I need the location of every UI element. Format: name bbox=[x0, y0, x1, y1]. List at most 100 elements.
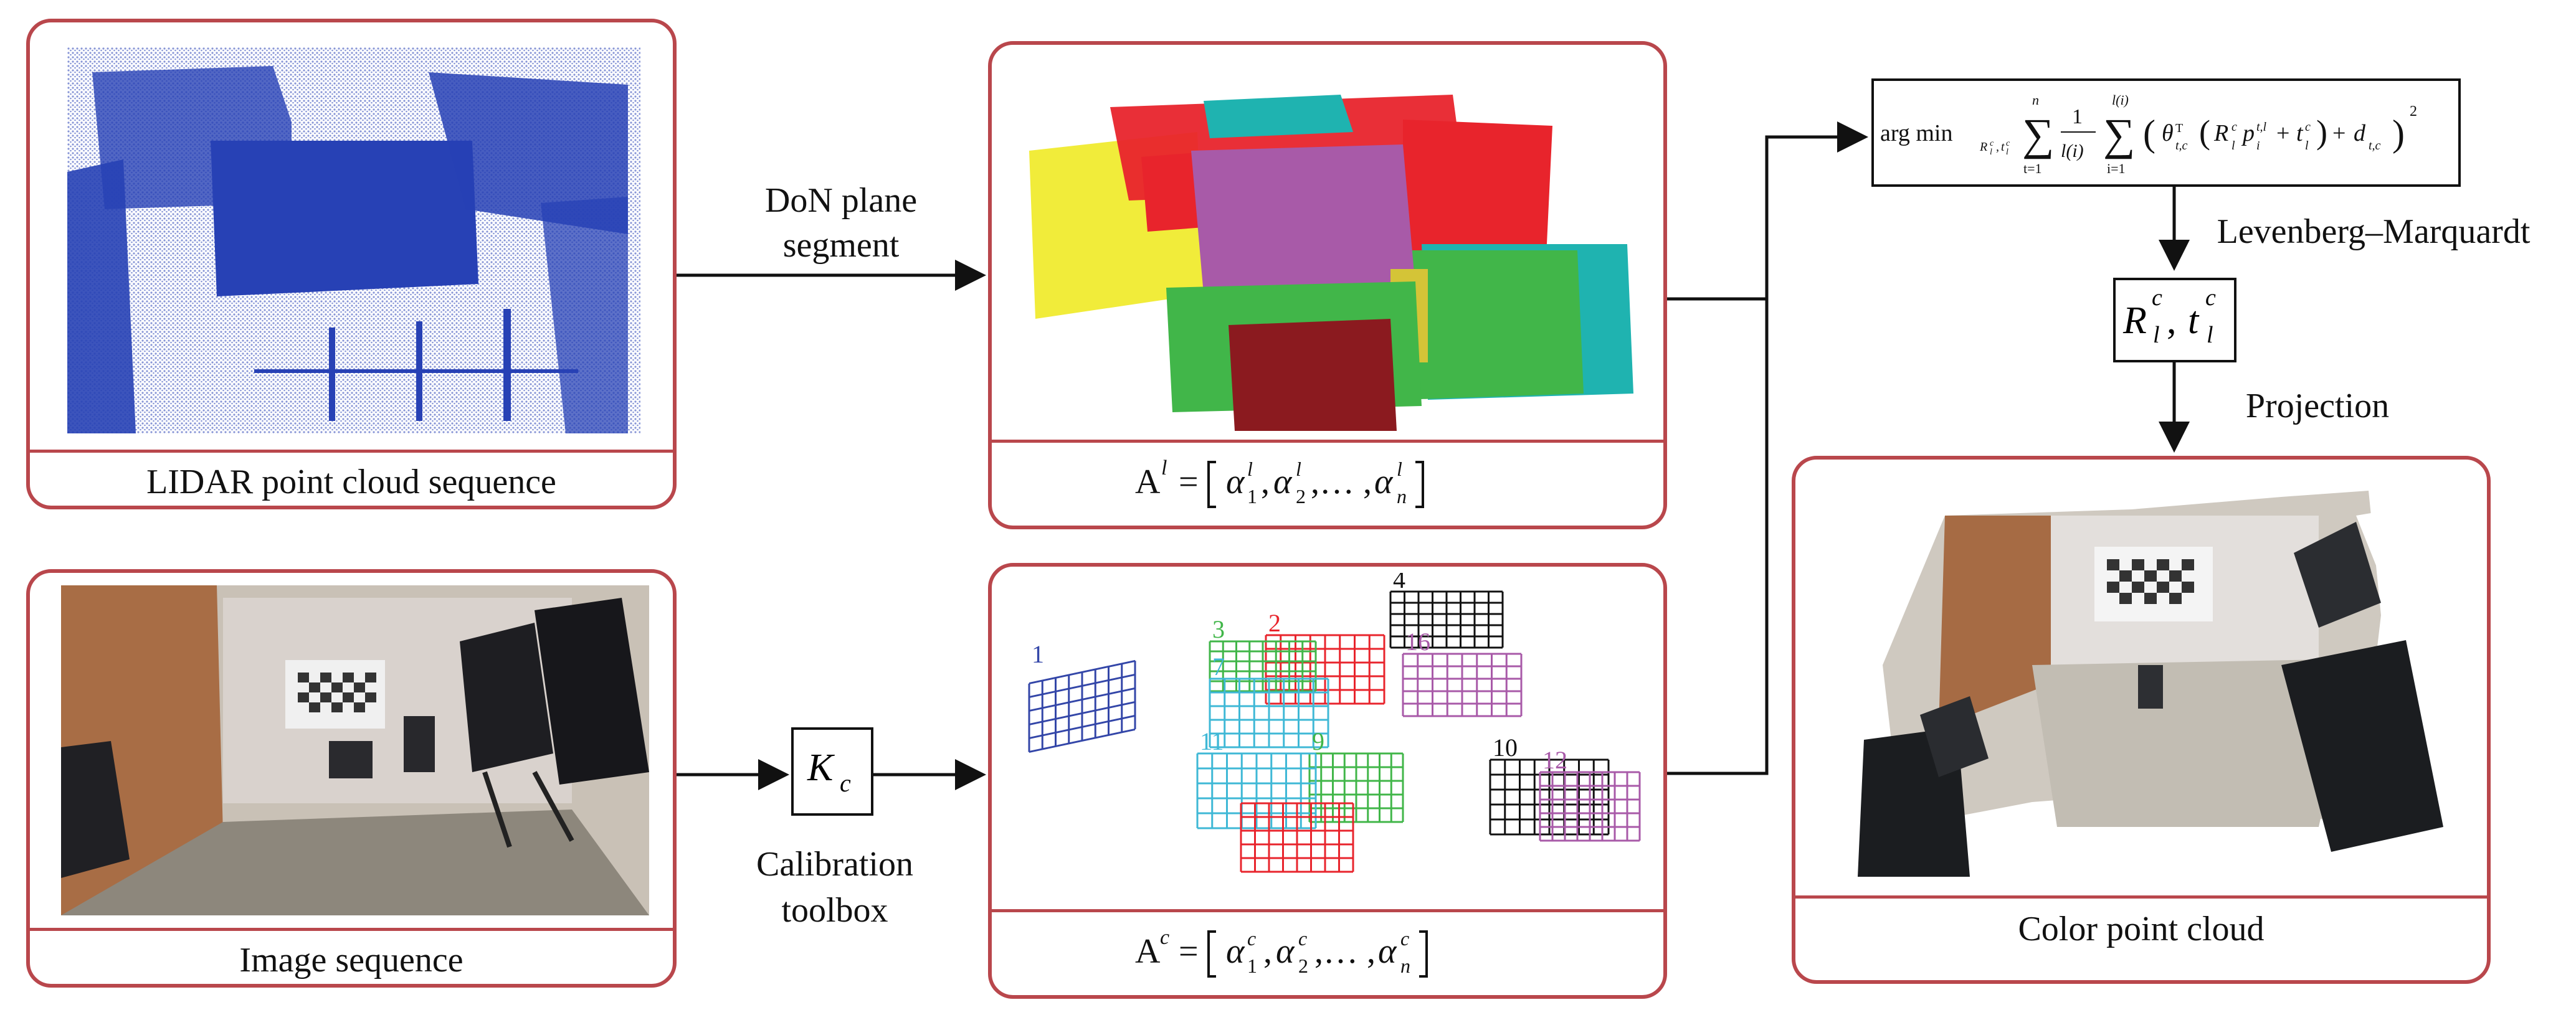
svg-text:c: c bbox=[2231, 120, 2237, 134]
svg-text:∑: ∑ bbox=[2022, 110, 2054, 159]
svg-text:): ) bbox=[2392, 113, 2405, 154]
svg-text:t: t bbox=[2001, 140, 2005, 154]
svg-text:t,l: t,l bbox=[2256, 120, 2267, 134]
svg-text:l(i): l(i) bbox=[2112, 92, 2129, 108]
svg-text:(: ( bbox=[2199, 113, 2210, 151]
board-number-label: 10 bbox=[1493, 734, 1518, 762]
board-number-label: 12 bbox=[1542, 746, 1567, 774]
board-number-label: 16 bbox=[1405, 628, 1430, 656]
image-panel: Image sequence bbox=[26, 569, 677, 988]
svg-text:,: , bbox=[1996, 140, 1999, 154]
checkerboard-grid bbox=[1209, 640, 1317, 692]
board-number-label: 9 bbox=[1312, 727, 1324, 755]
svg-text:t,c: t,c bbox=[2369, 139, 2381, 153]
svg-text:): ) bbox=[2316, 113, 2327, 151]
svg-text:d: d bbox=[2354, 120, 2366, 146]
lidar-caption: LIDAR point cloud sequence bbox=[146, 463, 556, 501]
svg-text:t,c: t,c bbox=[2175, 139, 2188, 153]
lidar-divider bbox=[30, 450, 673, 453]
svg-text:A: A bbox=[1135, 463, 1161, 501]
svg-text:+: + bbox=[2332, 120, 2345, 146]
don-label-line1: DoN plane bbox=[764, 181, 918, 220]
checkerboard-grid bbox=[1489, 758, 1610, 836]
svg-text:l: l bbox=[1247, 458, 1253, 480]
planes-divider bbox=[992, 440, 1663, 443]
svg-text:∑: ∑ bbox=[2103, 110, 2135, 159]
calib-label-line1: Calibration bbox=[756, 845, 913, 884]
svg-text:l: l bbox=[1990, 148, 1992, 157]
boards-divider bbox=[992, 909, 1663, 912]
board-number-label: 11 bbox=[1200, 727, 1224, 755]
segmented-planes-image bbox=[1017, 82, 1646, 431]
plane-segmentation-panel: A l = α 1 l , α 2 l ,… , α n l bbox=[988, 41, 1667, 529]
svg-text:l: l bbox=[2305, 139, 2309, 153]
svg-text:,: , bbox=[1263, 932, 1272, 971]
svg-text:n: n bbox=[2032, 92, 2039, 108]
svg-text:1: 1 bbox=[1247, 955, 1257, 977]
svg-text:α: α bbox=[1226, 463, 1245, 501]
svg-text:p: p bbox=[2241, 120, 2255, 146]
svg-text:c: c bbox=[1990, 139, 1994, 148]
lidar-point-cloud-image bbox=[67, 47, 640, 433]
calib-label-line2: toolbox bbox=[781, 891, 888, 930]
board-number-label: 3 bbox=[1212, 615, 1225, 643]
svg-text:l: l bbox=[1296, 458, 1301, 480]
extrinsics-box: R c l , t c l bbox=[2113, 278, 2236, 362]
lm-label: Levenberg–Marquardt bbox=[2217, 212, 2531, 251]
svg-text:+: + bbox=[2276, 120, 2289, 146]
objective-function-box: arg min R c l , t c l ∑ n t=1 1 l(i) ∑ l… bbox=[1871, 78, 2461, 187]
r-main: R bbox=[2123, 300, 2147, 342]
svg-text:c: c bbox=[1160, 926, 1169, 949]
svg-text:=: = bbox=[1179, 463, 1199, 501]
svg-text:2: 2 bbox=[1296, 485, 1306, 507]
svg-text:α: α bbox=[1374, 463, 1394, 501]
color-caption: Color point cloud bbox=[2018, 910, 2265, 948]
svg-text:R: R bbox=[2213, 120, 2228, 146]
board-number-label: 1 bbox=[1032, 640, 1044, 668]
t-sup: c bbox=[2205, 285, 2216, 311]
svg-text:l: l bbox=[2231, 139, 2235, 153]
projection-label: Projection bbox=[2245, 387, 2390, 425]
checkerboard-grid bbox=[1028, 659, 1136, 753]
lidar-panel: LIDAR point cloud sequence bbox=[26, 19, 677, 509]
color-point-cloud-panel: Color point cloud bbox=[1792, 456, 2491, 984]
image-divider bbox=[30, 928, 673, 931]
svg-text:θ: θ bbox=[2162, 120, 2174, 146]
svg-text:l: l bbox=[1397, 458, 1402, 480]
svg-text:R: R bbox=[1979, 140, 1987, 154]
checkerboard-grid bbox=[1196, 752, 1317, 829]
svg-text:,… ,: ,… , bbox=[1314, 932, 1376, 971]
svg-text:t=1: t=1 bbox=[2023, 161, 2042, 176]
svg-text:c: c bbox=[1298, 927, 1307, 950]
checkerboard-grid bbox=[1389, 590, 1504, 649]
camera-image bbox=[61, 585, 649, 915]
camera-intrinsics-box: K c bbox=[791, 727, 873, 816]
don-label-line2: segment bbox=[782, 226, 900, 265]
boards-caption: A c = α 1 c , α 2 c ,… , α n c bbox=[992, 919, 1663, 981]
t-sub: l bbox=[2207, 322, 2213, 348]
checkerboard-grid bbox=[1240, 802, 1354, 873]
color-divider bbox=[1795, 895, 2487, 899]
svg-text:c: c bbox=[2006, 139, 2010, 148]
svg-text:c: c bbox=[1400, 927, 1409, 950]
argmin-text: arg min bbox=[1880, 120, 1952, 146]
svg-text:1: 1 bbox=[1247, 485, 1257, 507]
color-point-cloud-image bbox=[1845, 478, 2443, 877]
svg-text:1: 1 bbox=[2072, 105, 2083, 128]
svg-text:n: n bbox=[1400, 955, 1410, 977]
image-caption: Image sequence bbox=[239, 941, 463, 980]
svg-text:n: n bbox=[1397, 485, 1407, 507]
svg-text:α: α bbox=[1378, 932, 1397, 971]
svg-text:(: ( bbox=[2143, 113, 2155, 154]
svg-text:α: α bbox=[1226, 932, 1245, 971]
board-number-label: 2 bbox=[1268, 609, 1281, 637]
svg-text:l: l bbox=[2006, 148, 2008, 157]
svg-text:α: α bbox=[1276, 932, 1295, 971]
svg-text:t: t bbox=[2296, 120, 2304, 146]
t-main: t bbox=[2188, 300, 2199, 342]
checkerboard-grid bbox=[1308, 752, 1404, 823]
planes-caption: A l = α 1 l , α 2 l ,… , α n l bbox=[992, 450, 1663, 512]
svg-text:c: c bbox=[2305, 120, 2311, 134]
svg-text:2: 2 bbox=[1298, 955, 1308, 977]
